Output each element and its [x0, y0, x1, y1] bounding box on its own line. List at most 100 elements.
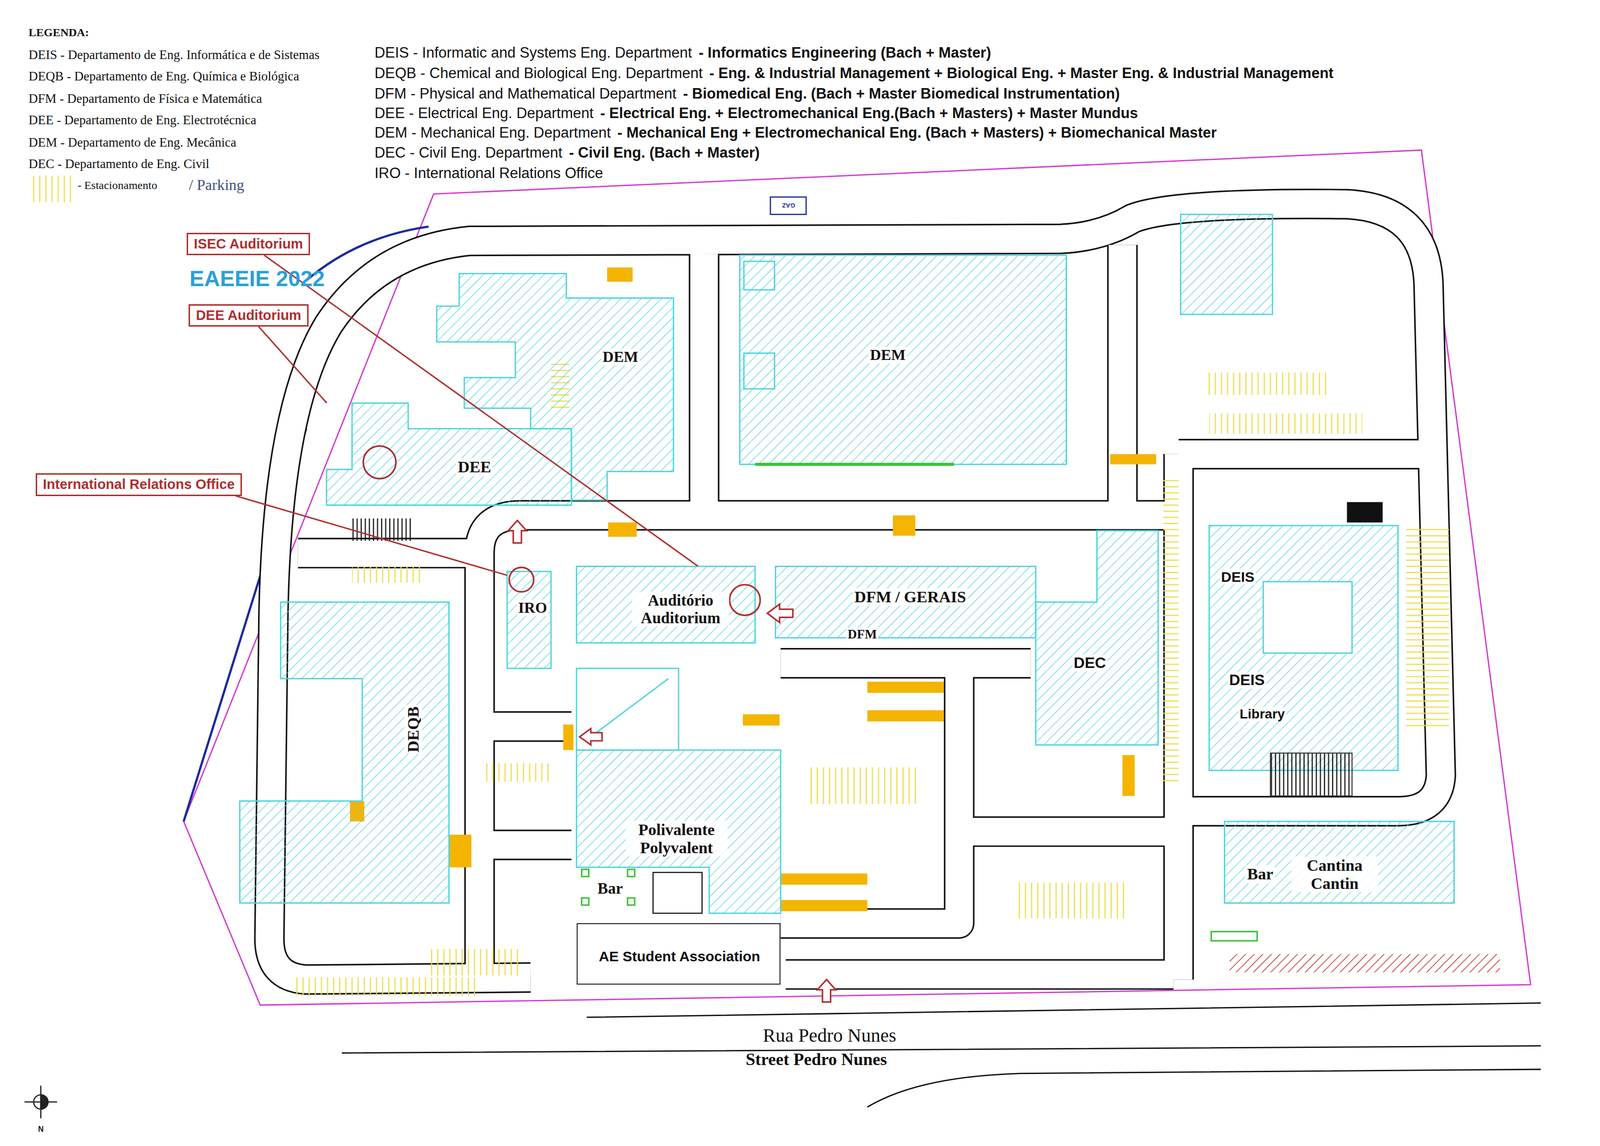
leader-line	[258, 326, 327, 403]
legend-item: - Estacionamento	[77, 179, 158, 193]
legend-text: DEIS - Departamento de Eng. Informática …	[28, 47, 320, 63]
room: Bar	[579, 865, 643, 910]
building: DEC	[1035, 530, 1159, 745]
legend-item: DEE - Departamento de Eng. Electrotécnic…	[28, 112, 257, 128]
leader-line	[264, 255, 699, 567]
map-shape	[1209, 413, 1362, 434]
building-label: Bar	[596, 880, 625, 898]
legend-text: DEC - Departamento de Eng. Civil	[28, 156, 210, 172]
map-shape	[1406, 525, 1450, 730]
map-shape	[867, 710, 944, 722]
building-label: Bar	[1245, 865, 1275, 884]
map-shape	[767, 604, 793, 623]
map-shape	[742, 714, 780, 726]
map-shape	[1110, 454, 1156, 465]
department-courses: - Electrical Eng. + Electromechanical En…	[600, 104, 1138, 122]
map-shape	[1263, 581, 1352, 654]
department-courses: - Biomedical Eng. (Bach + Master Biomedi…	[682, 85, 1120, 103]
map-shape	[1163, 479, 1179, 786]
map-shape	[40, 1095, 49, 1110]
department-name: DEC - Civil Eng. Department	[374, 144, 563, 162]
map-shape	[755, 462, 955, 466]
map-shape	[183, 150, 1531, 1006]
legend-text: / Parking	[188, 175, 244, 194]
map-shape	[581, 869, 589, 877]
map-title: EAEEIE 2022	[189, 265, 325, 292]
building-label: Polivalente Polyvalent	[625, 820, 728, 857]
legend-item: DEM - Departamento de Eng. Mecânica	[28, 135, 237, 150]
gas-tag: GAZ	[782, 201, 796, 209]
map-shape	[729, 584, 760, 616]
legend-text: DEM - Departamento de Eng. Mecânica	[28, 135, 237, 150]
building-label: DEC	[1072, 654, 1108, 672]
building-label: DEM	[601, 348, 640, 366]
building-label: DFM	[846, 627, 879, 642]
building-label: DEIS	[1227, 672, 1267, 690]
legend-text: - Estacionamento	[77, 179, 158, 193]
building: DFM / GERAISDFM	[775, 566, 1036, 646]
map-shape	[326, 403, 572, 506]
map-shape	[1211, 931, 1258, 941]
map-shape	[579, 728, 602, 745]
map-shape	[892, 515, 916, 536]
map-shape	[817, 979, 836, 1002]
department-courses: - Mechanical Eng + Electromechanical Eng…	[617, 124, 1218, 142]
building-label: Auditório Auditorium	[631, 591, 730, 627]
map-shape	[581, 869, 635, 906]
map-shape	[576, 261, 1353, 750]
legend-item: DEC - Departamento de Eng. Civil	[28, 156, 210, 172]
building-label: DEM	[868, 346, 908, 364]
map-shape	[627, 898, 635, 906]
map-shape	[1270, 753, 1352, 797]
building-label: Cantina Cantin	[1291, 856, 1379, 893]
building: Bar Cantina Cantin	[1224, 821, 1454, 903]
map-shape	[240, 602, 450, 904]
map-shape	[363, 446, 397, 480]
building-label: DEQB	[404, 705, 422, 754]
street-name: Street Pedro Nunes	[745, 1050, 888, 1070]
map-shape	[563, 724, 574, 751]
map-shape	[607, 267, 633, 282]
department-name: DEM - Mechanical Eng. Department	[374, 124, 611, 142]
legend-heading: LEGENDA:	[28, 26, 90, 40]
leader-line	[235, 496, 508, 576]
department-name: DEIS - Informatic and Systems Eng. Depar…	[374, 44, 692, 62]
building: Polivalente PolyvalentBar	[576, 668, 781, 914]
department-name: DEE - Electrical Eng. Department	[374, 104, 594, 122]
map-shape	[1180, 214, 1273, 315]
callout-box: International Relations Office	[35, 473, 242, 496]
building: DEISDEISLibrary	[1209, 525, 1398, 771]
map-shape	[780, 900, 868, 912]
map-shape	[586, 678, 669, 740]
building-label: DEIS	[1219, 568, 1256, 585]
legend-text: DEE - Departamento de Eng. Electrotécnic…	[28, 112, 257, 128]
callout-box: DEE Auditorium	[188, 304, 309, 327]
map-shape	[350, 518, 414, 541]
legend-text: DEQB - Departamento de Eng. Química e Bi…	[28, 69, 300, 84]
map-shape	[1015, 882, 1128, 919]
map-shape	[24, 1085, 58, 1119]
map-shape	[1224, 821, 1454, 903]
map-shape	[507, 571, 551, 669]
callout-box: ISEC Auditorium	[186, 232, 310, 256]
department-name: DEQB - Chemical and Biological Eng. Depa…	[374, 64, 703, 82]
map-shape	[576, 750, 781, 914]
department-courses: - Civil Eng. (Bach + Master)	[569, 144, 760, 162]
map-shape	[508, 520, 836, 1002]
street-name: Rua Pedro Nunes	[762, 1024, 897, 1047]
legend-text: DFM - Departamento de Física e Matemátic…	[28, 91, 262, 107]
map-shape	[1209, 525, 1398, 771]
legend-item: DFM - Departamento de Física e Matemátic…	[28, 91, 262, 107]
department-name: IRO - International Relations Office	[374, 164, 603, 182]
callout-text: ISEC Auditorium	[193, 236, 303, 252]
map-shape	[608, 522, 637, 537]
legend-item: DEIS - Departamento de Eng. Informática …	[28, 47, 320, 63]
map-shape	[363, 446, 761, 616]
map-shape	[867, 681, 944, 694]
north-label: N	[38, 1125, 44, 1134]
map-shape	[770, 197, 807, 215]
